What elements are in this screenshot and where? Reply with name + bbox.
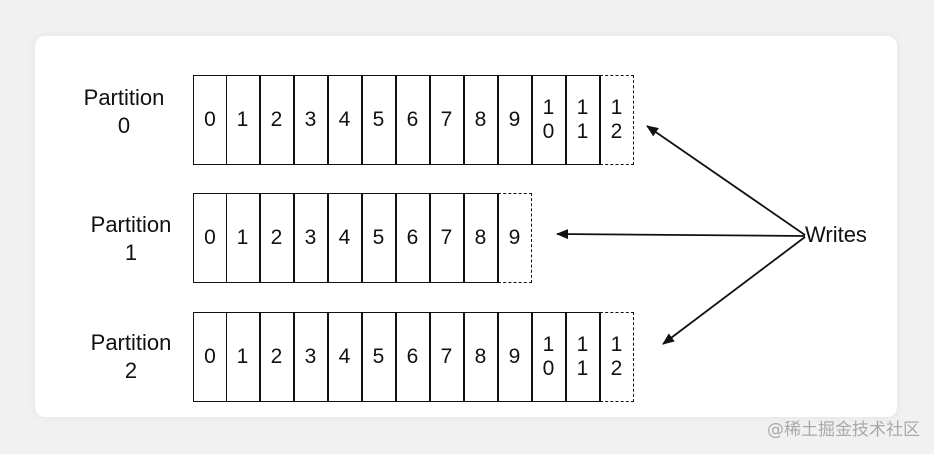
log-offset-cell: 4 [327, 75, 362, 165]
log-offset-cell: 0 [193, 312, 227, 402]
log-offset-cell: 7 [429, 75, 464, 165]
log-offset-cell: 9 [497, 75, 532, 165]
arrow-to-partition-2 [662, 236, 806, 345]
log-offset-cell: 4 [327, 312, 362, 402]
log-offset-cell: 8 [463, 75, 498, 165]
log-offset-cell: 8 [463, 312, 498, 402]
log-offset-cell: 3 [293, 312, 328, 402]
log-offset-cell: 2 [259, 193, 294, 283]
log-offset-cell: 5 [361, 75, 396, 165]
log-offset-cell: 5 [361, 312, 396, 402]
log-offset-cell: 2 [259, 312, 294, 402]
log-offset-cell: 6 [395, 75, 430, 165]
log-offset-cell: 7 [429, 193, 464, 283]
log-offset-cell: 0 [193, 75, 227, 165]
log-offset-cell: 1 [225, 193, 260, 283]
log-offset-cell: 6 [395, 193, 430, 283]
log-offset-cell: 1 [225, 312, 260, 402]
log-offset-cell: 1 [225, 75, 260, 165]
log-offset-cell: 0 [193, 193, 227, 283]
log-offset-cell: 7 [429, 312, 464, 402]
log-offset-cell: 3 [293, 75, 328, 165]
watermark: @稀土掘金技术社区 [767, 420, 920, 440]
log-offset-cell: 3 [293, 193, 328, 283]
arrow-to-partition-1 [556, 229, 806, 240]
writes-label: Writes [805, 222, 867, 247]
arrow-to-partition-0 [646, 125, 806, 236]
next-write-slot: 9 [497, 193, 532, 283]
log-offset-cell: 6 [395, 312, 430, 402]
log-offset-cell: 9 [497, 312, 532, 402]
log-offset-cell: 8 [463, 193, 498, 283]
log-offset-cell: 4 [327, 193, 362, 283]
log-offset-cell: 5 [361, 193, 396, 283]
log-offset-cell: 2 [259, 75, 294, 165]
